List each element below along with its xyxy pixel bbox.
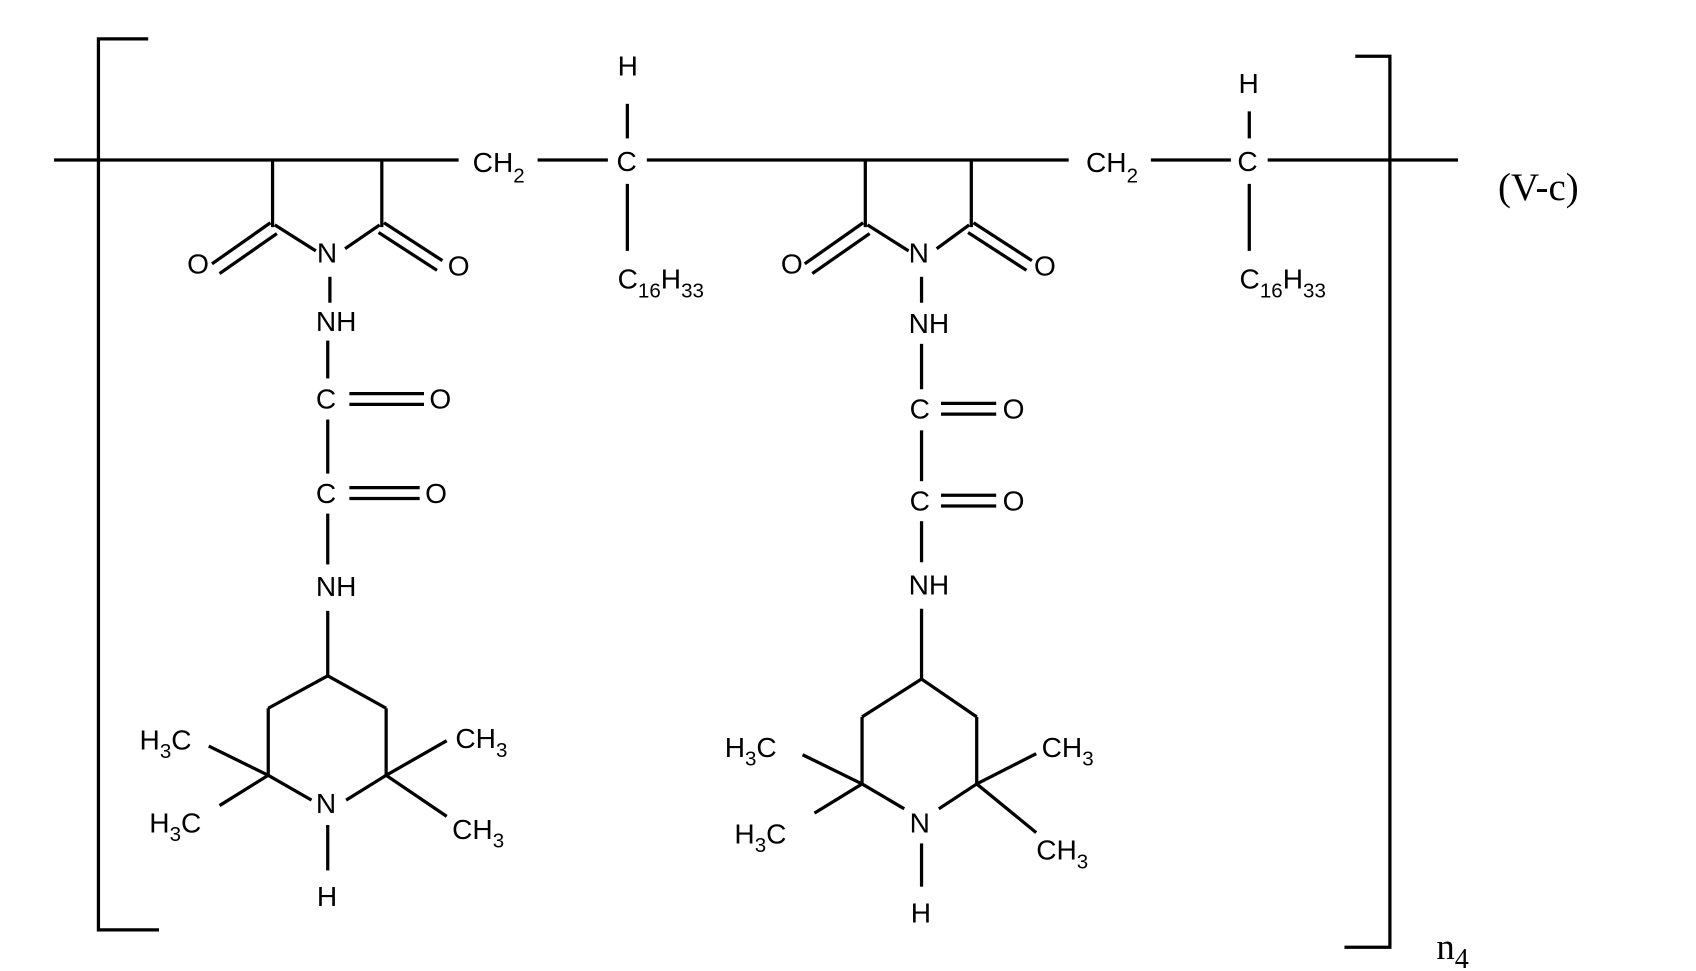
- right-bracket: [1344, 54, 1392, 949]
- carbonyl-oxygen-left: O: [187, 249, 209, 280]
- imide-nitrogen: N: [909, 238, 929, 269]
- methine-hydrogen-1: H: [618, 51, 638, 82]
- carbonyl-oxygen-right: O: [448, 251, 470, 282]
- methine-1: H C C16H33: [617, 51, 704, 303]
- unit-2: N O O NH C O C O NH N: [725, 68, 1326, 928]
- methyl-upper-left: H3C: [725, 732, 777, 771]
- amide-nh: NH: [909, 570, 950, 601]
- methine-carbon-1: C: [617, 146, 637, 177]
- oxalyl-oxygen-1: O: [429, 384, 451, 415]
- piperidine-ring-2: N H H3C H3C CH3 CH3: [725, 677, 1094, 928]
- oxalyl-oxygen-2: O: [425, 478, 447, 509]
- piperidine-nitrogen: N: [316, 788, 336, 819]
- carbonyl-oxygen-right: O: [1034, 251, 1056, 282]
- amide-nh: NH: [316, 571, 357, 602]
- oxalyl-oxygen-2: O: [1003, 485, 1025, 516]
- methyl-lower-right: CH3: [452, 814, 504, 853]
- compound-label: (V-c): [1498, 166, 1579, 209]
- oxalyl-carbon-1: C: [910, 393, 930, 424]
- oxamide-chain-2: NH C O C O NH: [909, 276, 1025, 680]
- oxalyl-carbon-1: C: [316, 384, 336, 415]
- unit-1: N O O NH C O C O NH: [140, 51, 704, 912]
- succinimide-ring-2: N O O: [781, 160, 1056, 282]
- piperidine-ring-1: N H H3C H3C CH3 CH3: [140, 674, 507, 912]
- backbone-ch2-2: CH2: [1086, 147, 1138, 188]
- hexadecyl-group-2: C16H33: [1240, 264, 1326, 303]
- methyl-lower-left: H3C: [734, 818, 786, 857]
- oxamide-chain-1: NH C O C O NH: [316, 276, 451, 676]
- hexadecyl-group-1: C16H33: [618, 264, 704, 303]
- backbone-ch2-1: CH2: [473, 147, 525, 188]
- oxalyl-oxygen-1: O: [1003, 393, 1025, 424]
- methine-2: H C C16H33: [1237, 68, 1325, 302]
- succinimide-ring-1: N O O: [187, 160, 470, 282]
- imide-nitrogen: N: [317, 238, 337, 269]
- left-bracket: [96, 37, 159, 932]
- hydrazide-nh: NH: [316, 306, 357, 337]
- methyl-upper-left: H3C: [140, 724, 192, 763]
- methyl-upper-right: CH3: [455, 723, 507, 762]
- methine-hydrogen-2: H: [1238, 68, 1258, 99]
- piperidine-nh-hydrogen: H: [911, 897, 931, 928]
- carbonyl-oxygen-left: O: [781, 249, 803, 280]
- methyl-lower-left: H3C: [149, 808, 201, 847]
- piperidine-nh-hydrogen: H: [317, 881, 337, 912]
- oxalyl-carbon-2: C: [316, 478, 336, 509]
- oxalyl-carbon-2: C: [910, 485, 930, 516]
- hydrazide-nh: NH: [909, 308, 950, 339]
- methine-carbon-2: C: [1237, 146, 1257, 177]
- repeat-index: n4: [1436, 926, 1468, 971]
- piperidine-nitrogen: N: [910, 808, 930, 839]
- methyl-lower-right: CH3: [1036, 835, 1088, 874]
- methyl-upper-right: CH3: [1042, 732, 1094, 771]
